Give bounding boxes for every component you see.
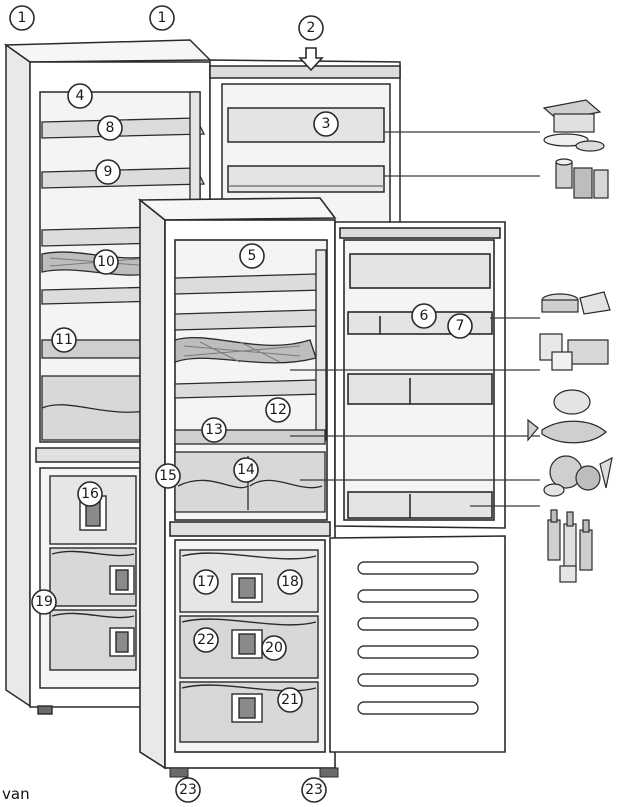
callout-7: 7 (447, 313, 473, 339)
svg-text:1: 1 (18, 10, 27, 26)
cakes-icon (541, 291, 611, 315)
back-freezer-drawers (37, 475, 137, 715)
callout-23b: 23 (301, 777, 327, 803)
svg-text:12: 12 (269, 402, 287, 418)
callout-17: 17 (193, 569, 219, 595)
callout-19: 19 (31, 589, 57, 615)
callout-14: 14 (233, 457, 259, 483)
svg-text:21: 21 (281, 692, 299, 708)
pointer-lines (290, 131, 540, 507)
svg-text:23: 23 (305, 782, 323, 798)
figure-caption: van (2, 785, 30, 803)
callout-20: 20 (261, 635, 287, 661)
svg-text:23: 23 (179, 782, 197, 798)
callout-10: 10 (93, 249, 119, 275)
front-fridge-door (334, 221, 506, 529)
callout-18: 18 (277, 569, 303, 595)
callout-11: 11 (51, 327, 77, 353)
callout-23a: 23 (175, 777, 201, 803)
butter-cheese-icon (542, 99, 605, 152)
svg-text:2: 2 (307, 20, 316, 36)
meat-fish-icon (527, 389, 607, 444)
svg-text:13: 13 (205, 422, 223, 438)
svg-text:22: 22 (197, 632, 215, 648)
front-freezer-door (329, 535, 506, 753)
svg-text:14: 14 (237, 462, 255, 478)
callout-8: 8 (97, 115, 123, 141)
callout-15: 15 (155, 463, 181, 489)
svg-text:20: 20 (265, 640, 283, 656)
svg-text:3: 3 (322, 116, 331, 132)
front-feet (169, 767, 339, 778)
bottles-icon (547, 509, 593, 583)
callout-2: 2 (298, 15, 324, 41)
callout-3: 3 (313, 111, 339, 137)
svg-text:4: 4 (76, 88, 85, 104)
svg-text:1: 1 (158, 10, 167, 26)
svg-text:19: 19 (35, 594, 53, 610)
svg-text:9: 9 (104, 164, 113, 180)
callout-12: 12 (265, 397, 291, 423)
svg-text:11: 11 (55, 332, 73, 348)
svg-text:6: 6 (420, 308, 429, 324)
jars-cans-icon (555, 158, 609, 199)
callout-9: 9 (95, 159, 121, 185)
callout-22: 22 (193, 627, 219, 653)
callout-1b: 1 (149, 5, 175, 31)
svg-text:5: 5 (248, 248, 257, 264)
dairy-containers-icon (539, 333, 609, 371)
svg-text:16: 16 (81, 486, 99, 502)
back-fridge-shelves (41, 91, 206, 441)
svg-text:7: 7 (456, 318, 465, 334)
callout-4: 4 (67, 83, 93, 109)
svg-text:17: 17 (197, 574, 215, 590)
down-arrow-icon (298, 47, 324, 72)
callout-6: 6 (411, 303, 437, 329)
callout-13: 13 (201, 417, 227, 443)
svg-text:15: 15 (159, 468, 177, 484)
callout-5: 5 (239, 243, 265, 269)
svg-text:10: 10 (97, 254, 115, 270)
callout-16: 16 (77, 481, 103, 507)
callout-1a: 1 (9, 5, 35, 31)
svg-text:18: 18 (281, 574, 299, 590)
callout-21: 21 (277, 687, 303, 713)
vegetables-icon (543, 455, 613, 497)
svg-text:8: 8 (106, 120, 115, 136)
